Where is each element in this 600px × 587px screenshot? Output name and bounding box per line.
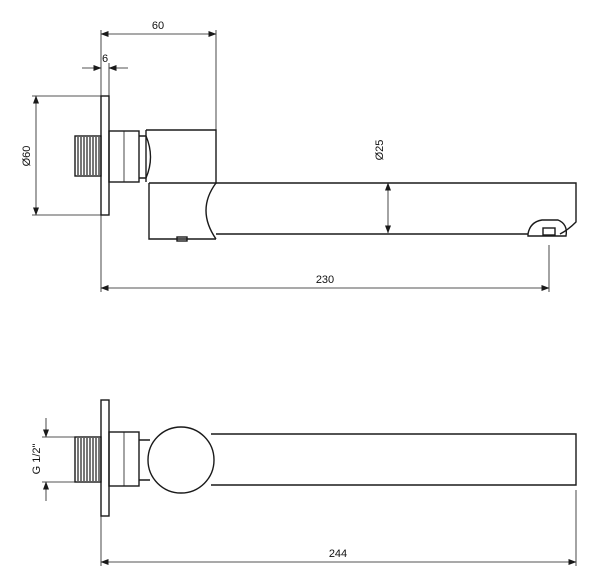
outlet-aerator <box>542 227 556 236</box>
spout-curve <box>205 182 217 240</box>
dim-label-top-length: 230 <box>316 274 334 286</box>
body-top <box>146 129 217 184</box>
aerator-cap <box>176 236 188 242</box>
thread-nipple-bottom <box>74 436 102 483</box>
knob-circle <box>147 426 215 494</box>
neck-bottom <box>139 439 150 481</box>
flange-bottom <box>100 399 110 517</box>
neck-top <box>139 135 152 179</box>
dim-label-flange-thickness: 6 <box>102 53 108 65</box>
dim-label-thread: G 1/2" <box>31 444 43 475</box>
top-view: G 1/2" 244 <box>31 399 577 566</box>
spout-bottom-view <box>211 433 577 486</box>
thread-nipple-top <box>74 135 102 177</box>
dim-label-top-width: 60 <box>152 20 164 32</box>
lower-block <box>148 183 216 240</box>
dim-label-spout-diameter: Ø25 <box>374 140 386 161</box>
dim-label-flange-diameter: Ø60 <box>21 146 33 167</box>
dim-label-bottom-length: 244 <box>329 548 347 560</box>
side-view: 60 6 Ø60 Ø25 230 <box>21 20 577 292</box>
flange-top <box>100 95 110 216</box>
spout-top <box>216 182 577 235</box>
outlet-nozzle <box>527 219 568 237</box>
